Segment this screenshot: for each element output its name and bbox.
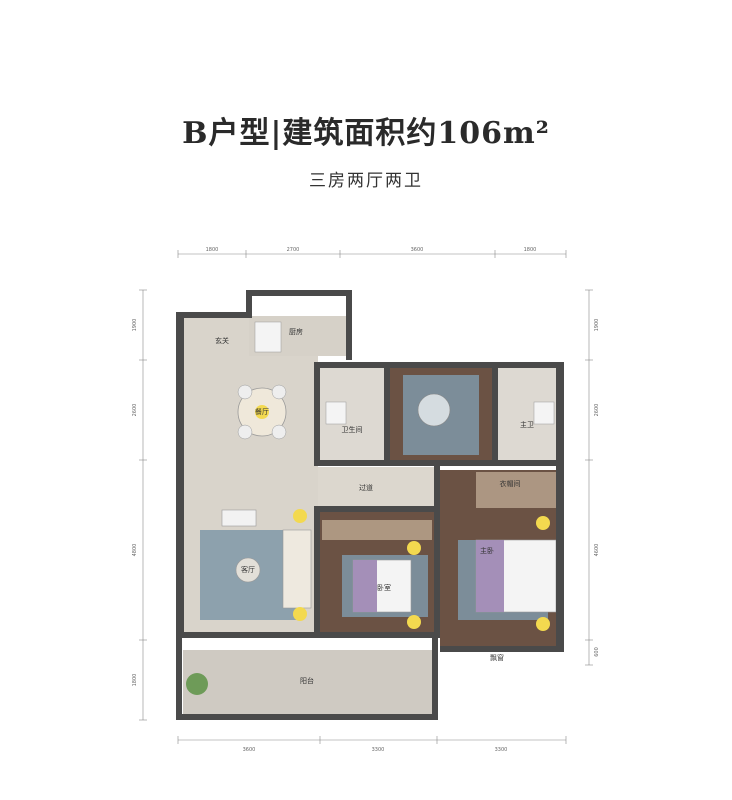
dimension-labels: 1800 2700 3600 1800 3600 3300 3300 1900 … bbox=[132, 247, 600, 753]
dim-right-4: 600 bbox=[594, 647, 600, 657]
walls bbox=[176, 290, 564, 720]
label-bedroom: 卧室 bbox=[377, 583, 391, 592]
dim-bottom-2: 3300 bbox=[372, 747, 385, 753]
label-master-bath: 主卫 bbox=[520, 420, 534, 429]
page-subtitle: 三房两厅两卫 bbox=[309, 171, 423, 191]
dim-right-3: 4600 bbox=[594, 544, 600, 557]
label-entrance: 玄关 bbox=[215, 336, 229, 345]
dim-top-3: 3600 bbox=[411, 247, 424, 253]
dim-left-3: 4800 bbox=[132, 544, 138, 557]
dim-top-4: 1800 bbox=[524, 247, 537, 253]
dim-bottom-3: 3300 bbox=[495, 747, 508, 753]
dim-right-1: 1900 bbox=[594, 319, 600, 332]
label-balcony: 阳台 bbox=[300, 676, 314, 685]
coffee-table bbox=[235, 557, 261, 583]
page-title: B户型|建筑面积约106m² bbox=[182, 116, 550, 151]
label-cloakroom: 衣帽间 bbox=[500, 479, 521, 488]
sofa bbox=[282, 529, 312, 609]
dimension-lines bbox=[139, 250, 593, 744]
label-bathroom: 卫生间 bbox=[342, 425, 363, 434]
dim-bottom-1: 3600 bbox=[243, 747, 256, 753]
dim-left-2: 2600 bbox=[132, 404, 138, 417]
label-master-bedroom: 主卧 bbox=[480, 546, 494, 555]
label-living: 客厅 bbox=[241, 565, 255, 574]
label-window-bay: 飘窗 bbox=[490, 653, 504, 662]
label-corridor: 过道 bbox=[359, 483, 373, 492]
label-dining: 餐厅 bbox=[255, 407, 269, 416]
dim-top-1: 1800 bbox=[206, 247, 219, 253]
label-kitchen: 厨房 bbox=[289, 327, 303, 336]
dim-top-2: 2700 bbox=[287, 247, 300, 253]
room-labels: 玄关 厨房 餐厅 卫生间 主卫 过道 衣帽间 客厅 卧室 主卧 阳台 飘窗 bbox=[215, 327, 534, 685]
plant bbox=[186, 673, 208, 695]
dim-left-1: 1900 bbox=[132, 319, 138, 332]
dim-left-4: 1800 bbox=[132, 674, 138, 687]
dim-right-2: 2600 bbox=[594, 404, 600, 417]
